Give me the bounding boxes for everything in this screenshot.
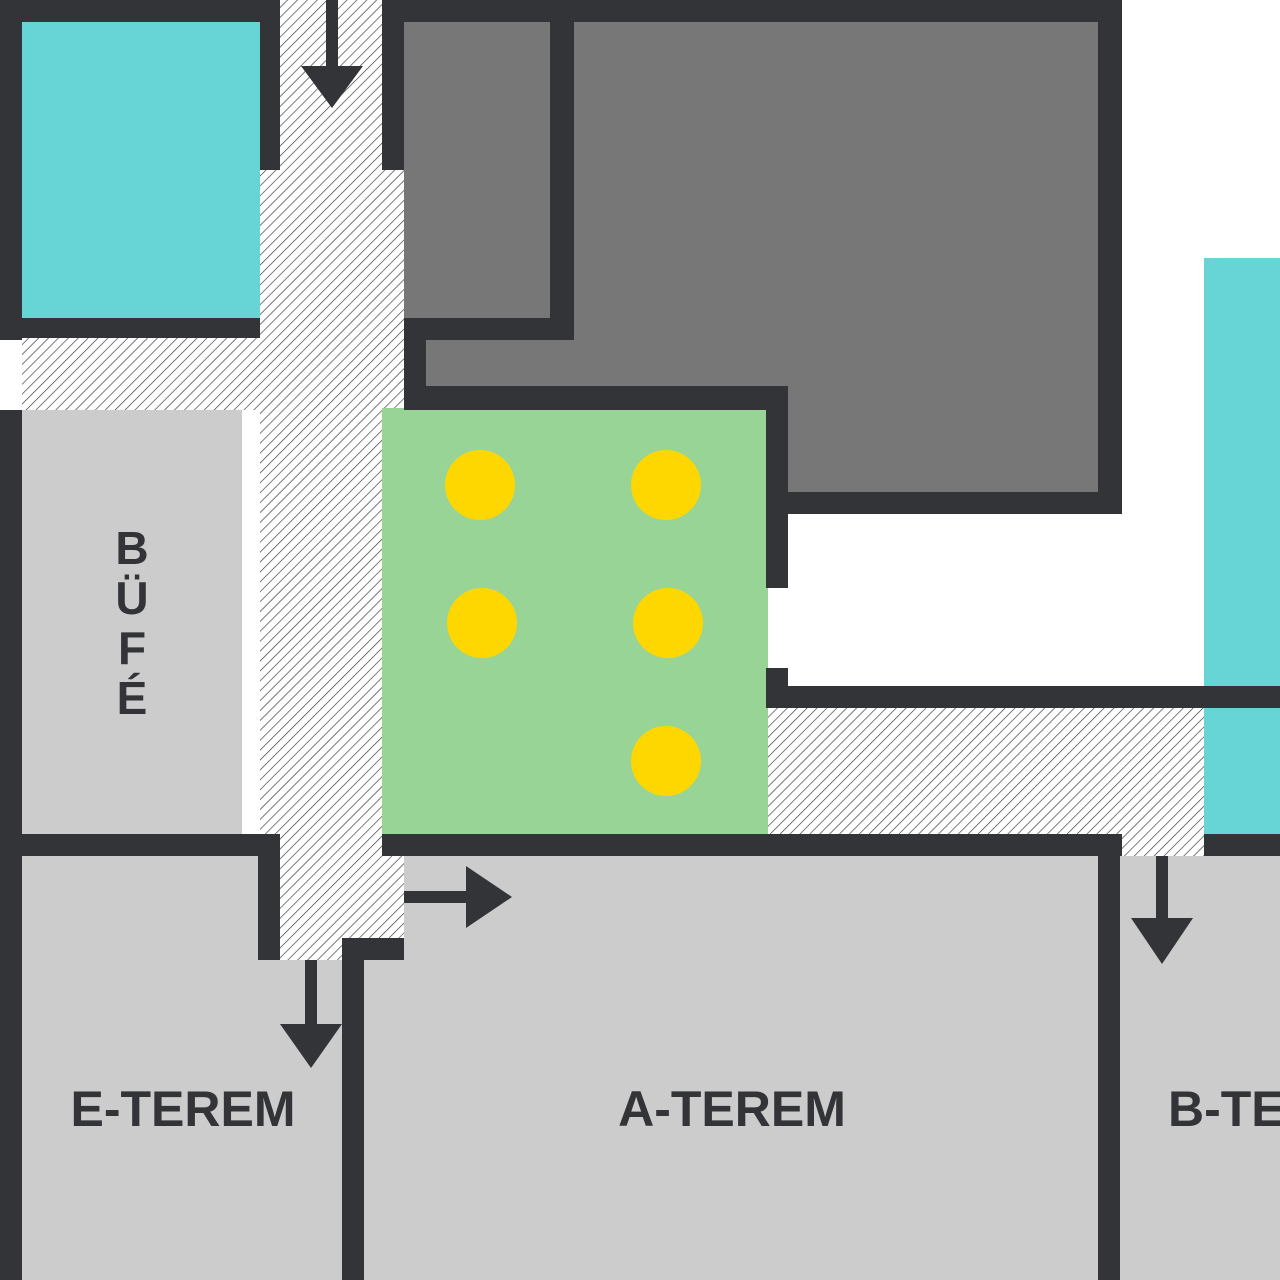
corridor-horizontal-top: [22, 338, 402, 410]
bufe-letter-4: É: [117, 672, 148, 724]
wall: [0, 0, 22, 340]
wall: [382, 0, 1122, 22]
arrow-down-icon: [280, 960, 342, 1068]
bufe-letter-2: Ü: [115, 572, 148, 624]
wall: [382, 834, 1122, 856]
wall: [382, 0, 404, 170]
a-terem-room-left: [364, 960, 404, 1280]
seat-circle-icon[interactable]: [447, 588, 517, 658]
wall: [766, 686, 1280, 708]
arrow-down-icon: [1131, 856, 1193, 964]
wall: [260, 0, 280, 170]
labels: B Ü F É E-TEREM A-TEREM B-TE: [71, 522, 1280, 1137]
b-terem-label: B-TE: [1168, 1081, 1280, 1137]
wall: [22, 318, 260, 338]
wall: [766, 386, 788, 588]
corridor-b-entrance: [1120, 834, 1204, 856]
wall: [1204, 834, 1280, 856]
wall: [0, 834, 280, 856]
restricted-room-small: [404, 22, 552, 318]
bufe-letter-1: B: [115, 522, 148, 574]
wall: [0, 0, 280, 22]
seat-circle-icon[interactable]: [633, 588, 703, 658]
facility-room-top-left: [22, 22, 260, 318]
facility-room-right: [1204, 258, 1280, 834]
e-terem-label: E-TEREM: [71, 1081, 296, 1137]
seat-circle-icon[interactable]: [631, 450, 701, 520]
seat-circle-icon[interactable]: [445, 450, 515, 520]
restricted-room-extension-3: [788, 388, 1100, 494]
seats: [445, 450, 703, 796]
wall: [1098, 834, 1120, 1280]
a-terem-label: A-TEREM: [618, 1081, 846, 1137]
rooms: [22, 22, 1280, 1280]
bufe-letter-3: F: [118, 622, 146, 674]
e-terem-room: [22, 856, 270, 1280]
bufe-room: [22, 410, 242, 834]
corridors: [22, 0, 1204, 960]
wall: [258, 834, 280, 960]
arrow-right-icon: [404, 866, 512, 928]
corridor-horizontal-bottom: [766, 708, 1204, 834]
wall: [1098, 0, 1122, 514]
corridor-vertical: [260, 0, 404, 960]
wall: [766, 492, 1122, 514]
restricted-room-extension-2: [552, 318, 788, 388]
a-terem-room: [404, 856, 1100, 1280]
arrow-down-icon: [301, 0, 363, 108]
garden-area: [382, 408, 768, 834]
wall: [550, 0, 574, 340]
wall: [404, 318, 572, 340]
seat-circle-icon[interactable]: [631, 726, 701, 796]
arrows: [280, 0, 1193, 1068]
wall: [342, 938, 364, 1280]
wall: [404, 386, 788, 410]
